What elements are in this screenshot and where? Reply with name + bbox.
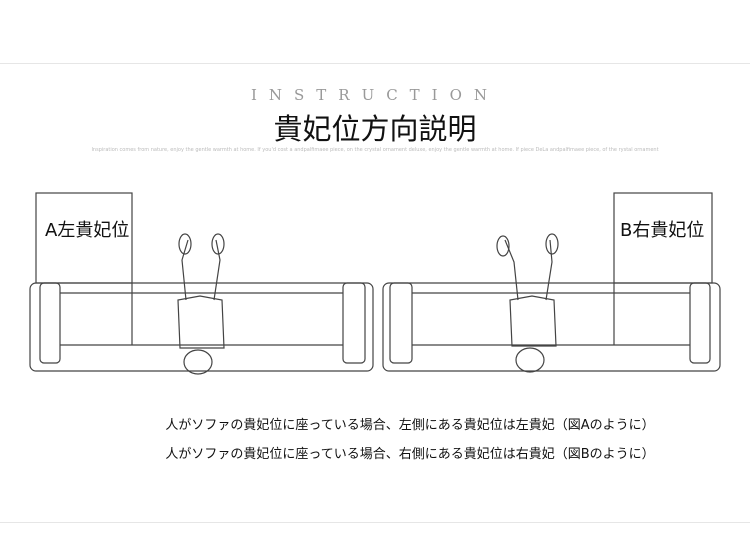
top-divider bbox=[0, 63, 750, 64]
sofa-a-drawing bbox=[29, 192, 374, 372]
subtitle-text: Inspiration comes from nature, enjoy the… bbox=[91, 147, 659, 153]
sofa-b-label: B右貴妃位 bbox=[620, 220, 705, 241]
sofa-b-drawing bbox=[382, 192, 721, 372]
decorative-heading: INSTRUCTION bbox=[250, 86, 500, 104]
page-title: 貴妃位方向説明 bbox=[273, 112, 477, 146]
person-b-drawing bbox=[496, 233, 559, 373]
bottom-divider bbox=[0, 522, 750, 523]
caption-left: 人がソファの貴妃位に座っている場合、左側にある貴妃位は左貴妃（図Aのように） bbox=[165, 418, 655, 433]
caption-right: 人がソファの貴妃位に座っている場合、右側にある貴妃位は右貴妃（図Bのように） bbox=[165, 447, 655, 462]
sofa-a-label: A左貴妃位 bbox=[45, 220, 130, 241]
person-a-drawing bbox=[177, 233, 225, 375]
